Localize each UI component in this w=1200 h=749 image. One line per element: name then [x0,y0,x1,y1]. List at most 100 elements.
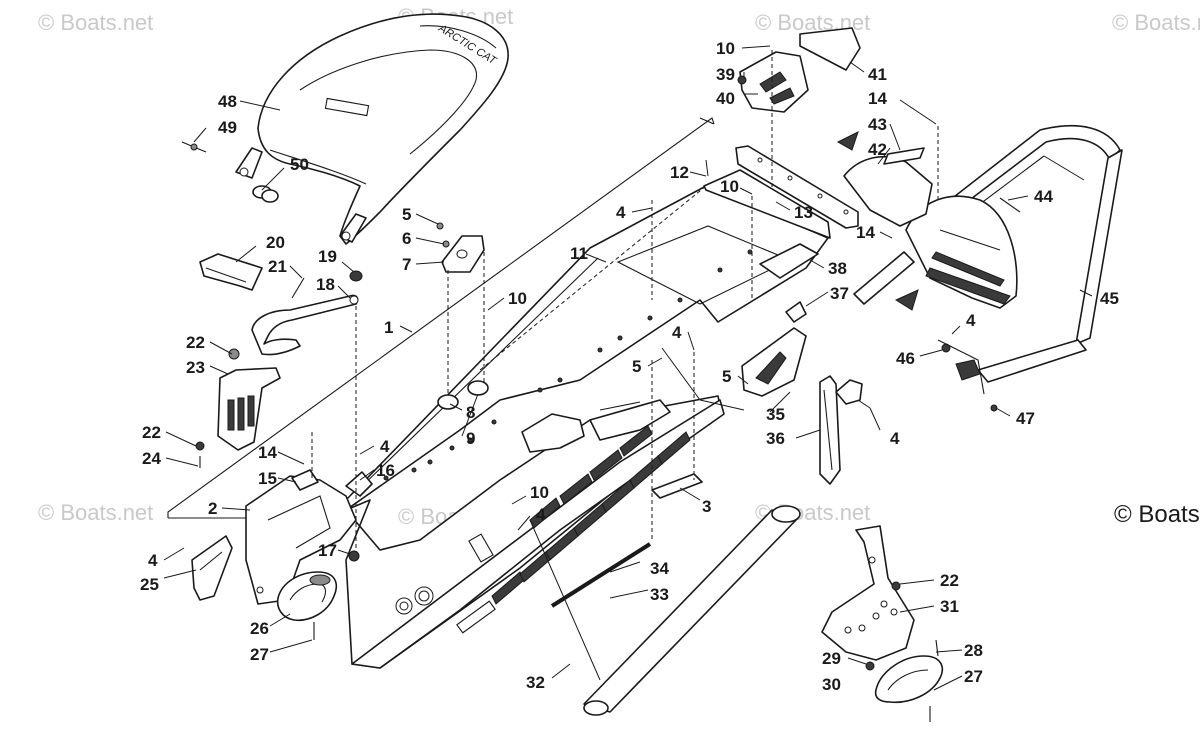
callout-13: 13 [794,203,813,222]
callout-10: 10 [530,483,549,502]
callout-25: 25 [140,575,159,594]
callout-23: 23 [186,358,205,377]
seat-hardware [181,141,279,203]
callout-4: 4 [616,203,626,222]
callout-14: 14 [258,443,277,462]
callout-10: 10 [508,289,527,308]
callout-18: 18 [316,275,335,294]
pad-26 [276,571,338,621]
callout-29: 29 [822,649,841,668]
callout-27: 27 [964,667,983,686]
tail-bracket-42 [836,131,933,311]
callout-27: 27 [250,645,269,664]
leader-lines [163,45,1093,691]
callout-33: 33 [650,585,669,604]
callout-6: 6 [402,229,411,248]
bracket-7 [436,222,485,273]
callout-2: 2 [208,499,217,518]
callout-1: 1 [384,318,393,337]
callout-19: 19 [318,247,337,266]
callout-4: 4 [966,311,976,330]
bracket-3 [651,473,703,499]
callout-26: 26 [250,619,269,638]
callout-9: 9 [466,429,475,448]
top-bracket-40 [737,27,861,113]
snow-flap-44 [905,195,1021,309]
callout-42: 42 [868,140,887,159]
callout-numbers: 48 49 50 20 21 19 18 1 22 23 22 24 14 15… [140,39,1119,694]
flap-bracket-23 [217,348,281,451]
copyright-label: © Boats [1114,501,1200,528]
callout-10: 10 [720,177,739,196]
watermark: © Boats.net [38,10,153,35]
callout-11: 11 [570,244,588,263]
callout-12: 12 [670,163,689,182]
callout-34: 34 [650,559,669,578]
tunnel-end-13 [735,145,859,229]
callout-22: 22 [142,423,161,442]
bar-14-right [853,251,915,305]
callout-5: 5 [722,367,731,386]
tunnel-11 [345,185,829,669]
callout-7: 7 [402,255,411,274]
callout-15: 15 [258,469,277,488]
pad-28 [874,639,944,722]
callout-21: 21 [268,257,287,276]
rear-bracket-20 [199,253,263,291]
bracket-16 [345,471,373,562]
callout-5: 5 [402,205,411,224]
right-hardware [937,339,998,412]
callout-43: 43 [868,115,887,134]
callout-24: 24 [142,449,161,468]
callout-22: 22 [940,571,959,590]
callout-20: 20 [266,233,285,252]
bracket-35 [741,327,807,397]
callout-14: 14 [868,89,887,108]
foot-plate-29 [821,525,915,671]
callout-4: 4 [536,505,546,524]
callout-22: 22 [186,333,205,352]
callout-37: 37 [830,284,849,303]
callout-44: 44 [1034,187,1053,206]
callout-41: 41 [868,65,887,84]
callout-39: 39 [716,65,735,84]
tunnel-rear-plate [703,169,831,239]
callout-10: 10 [716,39,735,58]
callout-47: 47 [1016,409,1035,428]
callout-4: 4 [148,551,158,570]
callout-30: 30 [822,675,841,694]
callout-45: 45 [1100,289,1119,308]
inner-panel-2 [245,475,357,605]
callout-5: 5 [632,357,641,376]
rear-bumper-18 [251,270,363,356]
callout-40: 40 [716,89,735,108]
callout-31: 31 [940,597,959,616]
callout-28: 28 [964,641,983,660]
callout-16: 16 [376,461,395,480]
callout-17: 17 [318,541,337,560]
strap-36 [819,375,841,485]
bracket-25 [191,535,233,601]
callout-4: 4 [890,429,900,448]
callout-50: 50 [290,155,309,174]
rods [550,505,801,716]
callout-3: 3 [702,497,711,516]
callout-48: 48 [218,92,237,111]
bracket-38 [759,243,863,405]
watermark: © Boats.net [1112,10,1200,35]
seat: ARCTIC CAT [235,13,509,245]
watermark: © Boats.net [38,500,153,525]
callout-4: 4 [380,437,390,456]
left-hardware [195,441,205,468]
callout-38: 38 [828,259,847,278]
callout-49: 49 [218,118,237,137]
callout-14: 14 [856,223,875,242]
callout-4: 4 [672,323,682,342]
callout-32: 32 [526,673,545,692]
callout-36: 36 [766,429,785,448]
screw-21 [291,277,305,299]
callout-8: 8 [466,403,475,422]
callout-46: 46 [896,349,915,368]
callout-35: 35 [766,405,785,424]
